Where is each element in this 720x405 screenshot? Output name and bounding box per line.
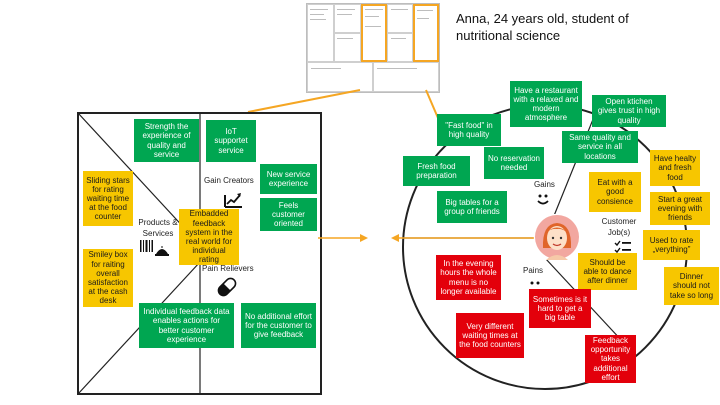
canvas-thumbnail [306,3,440,93]
customer-jobs-label: Customer Job(s) [601,217,637,237]
pains-label: Pains [523,266,544,275]
thumb-key-resources [334,33,361,62]
pain-relievers-label: Pain Relievers [202,264,254,273]
note-embedded-feedback: Embadded feedback system in the real wor… [179,209,239,265]
note-feels-oriented: Feels customer oriented [260,198,317,231]
note-menu-unavailable: In the evening hours the whole menu is n… [436,255,501,300]
note-great-evening: Start a great evening with friends [650,192,710,225]
thumb-value-propositions [361,4,387,62]
note-new-service: New service experience [260,164,317,194]
sad-icon [530,281,540,285]
note-no-reservation: No reservation needed [484,147,544,179]
note-fast-food: "Fast food" in high quality [437,114,501,146]
gains-label: Gains [534,180,555,189]
persona-title: Anna, 24 years old, student of nutrition… [456,11,629,43]
thumb-revenue-streams [373,62,439,92]
note-sliding-stars: Sliding stars for rating waiting time at… [83,171,133,226]
note-no-effort: No additional effort for the customer to… [241,303,316,348]
note-waiting-times: Very different waiting times at the food… [456,313,524,358]
note-individual-feedback: Individual feedback data enables actions… [139,303,234,348]
note-strength: Strength the experience of quality and s… [134,119,199,162]
thumb-key-activities [334,4,361,33]
note-restaurant: Have a restaurant with a relaxed and mod… [510,81,582,127]
arrow-left-head [391,234,399,242]
thumb-cost-structure [307,62,373,92]
note-healthy-food: Have healty and fresh food [650,150,700,186]
thumb-channels [387,33,413,62]
thumb-customer-segments [413,4,439,62]
note-iot: IoT supportet service [206,120,256,162]
note-good-conscience: Eat with a good consience [589,172,641,212]
thumb-customer-relationships [387,4,413,33]
note-dinner-long: Dinner should not take so long [664,267,719,305]
note-used-to-rate: Used to rate „verything” [643,230,700,260]
products-services-label: Products & Services [138,218,178,238]
note-same-quality: Same quality and service in all location… [562,131,638,163]
note-open-kitchen: Open ktichen gives trust in high quality [592,95,666,127]
gain-creators-icon [224,193,242,208]
note-big-tables: Big tables for a group of friends [437,191,507,223]
note-smiley-box: Smiley box for raiting overall satisfact… [83,249,133,307]
connector-customer-profile [425,89,439,119]
products-services-icon [140,240,169,256]
checklist-icon [614,240,631,254]
note-feedback-effort: Feedback opportunity takes additional ef… [585,335,636,383]
avatar [534,214,580,260]
gain-creators-label: Gain Creators [204,176,254,185]
smile-icon [537,194,549,205]
note-big-table-hard: Sometimes is it hard to get a big table [529,289,591,328]
connector-value-map [247,89,361,113]
pill-icon [217,277,237,297]
thumb-key-partners [307,4,334,62]
note-fresh-food: Fresh food preparation [403,156,470,186]
arrow-right-head [360,234,368,242]
note-dance: Should be able to dance after dinner [578,253,637,290]
